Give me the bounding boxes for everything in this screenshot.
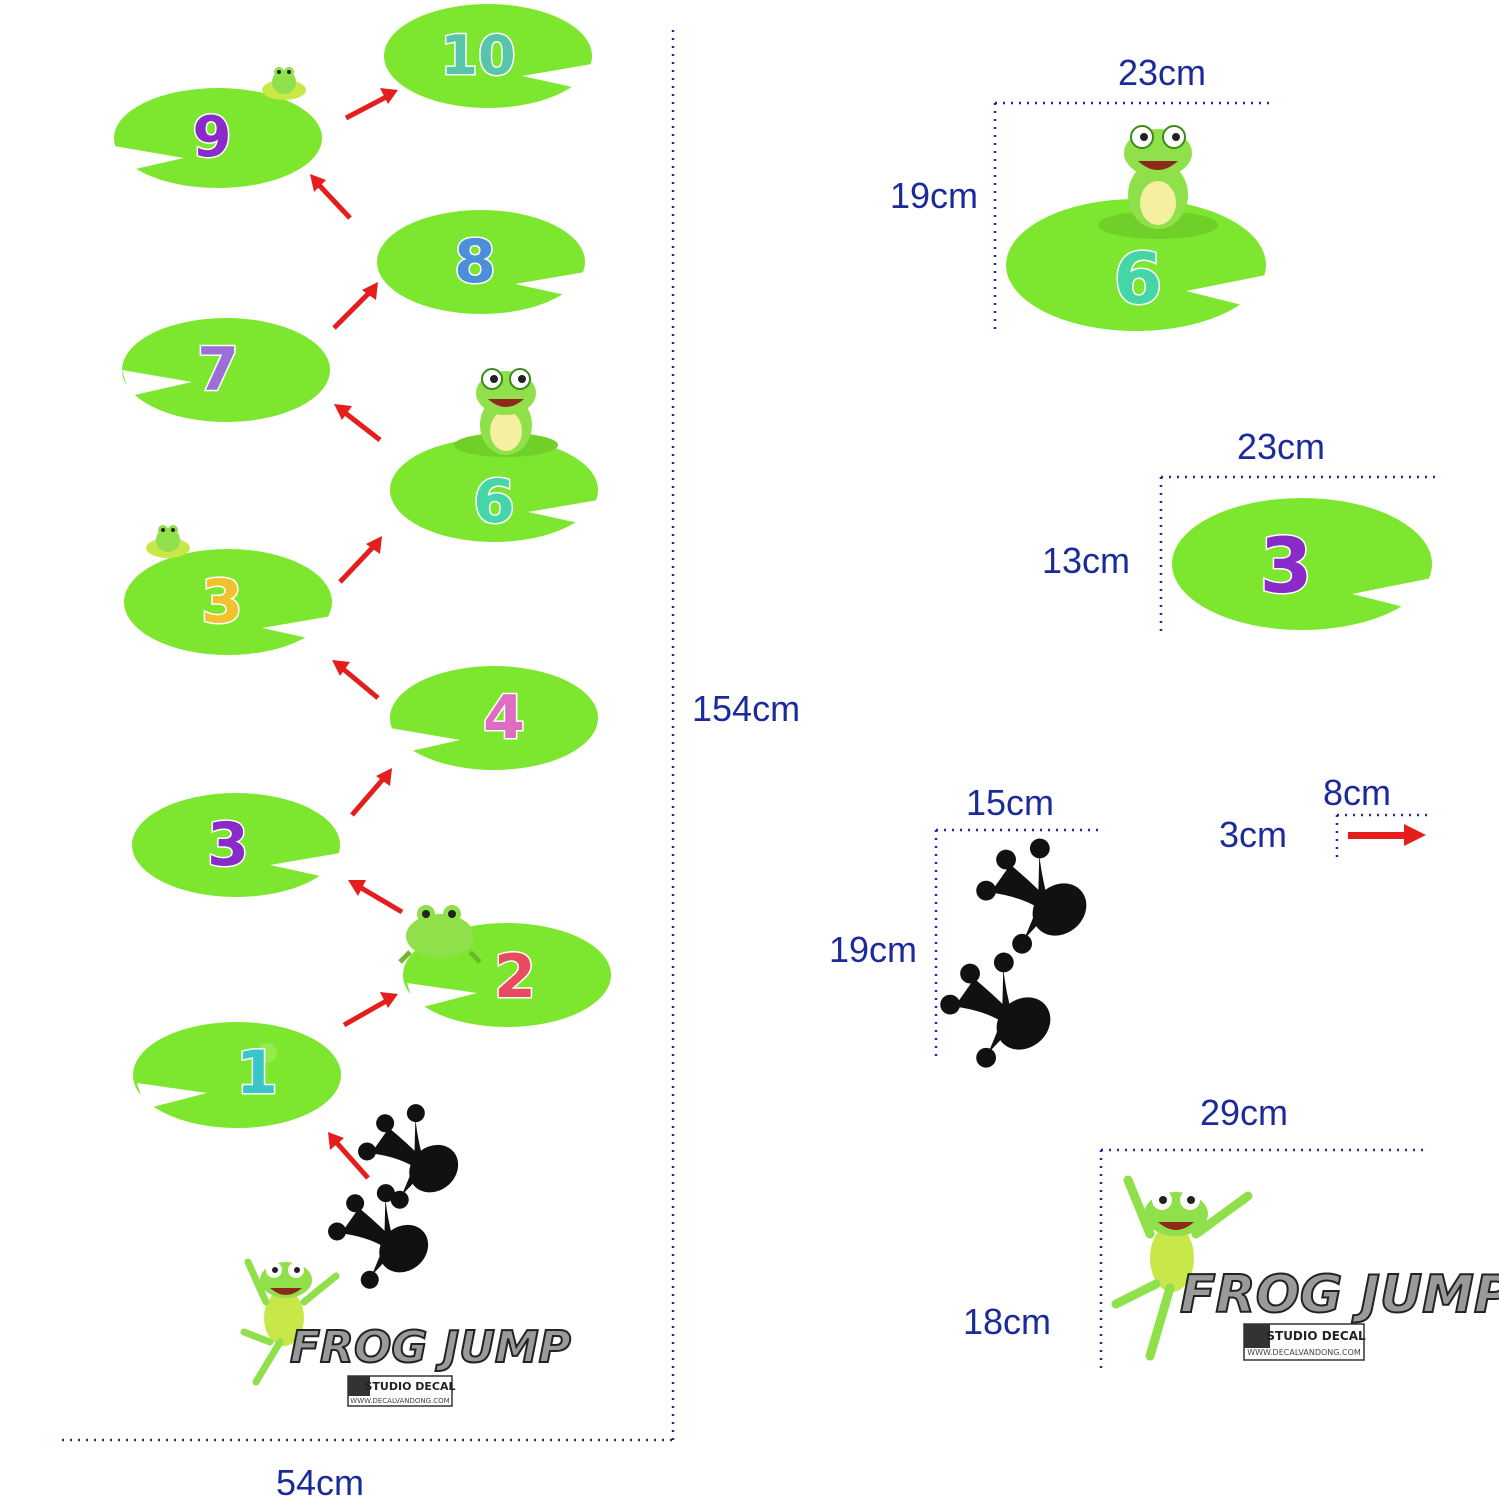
pad-8: 8	[377, 210, 585, 314]
jump-arrows	[310, 88, 404, 1180]
dim-arrow-height: 3cm	[1219, 814, 1288, 855]
pad-number: 3	[207, 810, 249, 880]
dim-big-pad-height: 19cm	[890, 175, 979, 216]
pad-3: 3	[132, 793, 340, 897]
pad-number: 9	[193, 105, 232, 170]
pad-6: 6	[390, 438, 598, 542]
pad-10: 10	[384, 4, 592, 108]
lily-pad-icon	[122, 318, 330, 422]
frog-icon	[262, 67, 306, 100]
dim-small-pad-width: 23cm	[1237, 426, 1326, 467]
detail-pad-3: 3	[1172, 498, 1432, 630]
pad-4: 4	[390, 666, 598, 770]
dim-logo-height: 18cm	[963, 1301, 1052, 1342]
brand-badge: STUDIO DECAL WWW.DECALVANDONG.COM	[347, 1375, 456, 1407]
lily-pad-icon	[377, 210, 585, 314]
arrow-icon	[338, 536, 382, 584]
brand-site: WWW.DECALVANDONG.COM	[350, 1397, 449, 1405]
lily-pad-icon	[114, 88, 322, 188]
dim-total-height: 154cm	[692, 688, 801, 729]
lily-pad-icon	[133, 1022, 341, 1128]
pad-number: 3	[1260, 521, 1313, 610]
footprint-icon	[924, 938, 1066, 1081]
arrow-icon	[342, 992, 398, 1028]
dim-arrow-width: 8cm	[1323, 772, 1392, 813]
frog-icon	[454, 368, 558, 457]
dim-footprint-height: 19cm	[829, 929, 918, 970]
arrow-icon	[310, 174, 352, 220]
dim-footprint-width: 15cm	[966, 782, 1055, 823]
dim-small-pad-height: 13cm	[1042, 540, 1131, 581]
dimension-lines	[62, 30, 1436, 1442]
lily-pad-icon	[390, 438, 598, 542]
arrow-icon	[328, 1132, 370, 1180]
pad-number: 6	[1114, 238, 1163, 320]
brand-badge: STUDIO DECAL WWW.DECALVANDONG.COM	[1243, 1323, 1366, 1361]
frog-icon	[1098, 125, 1218, 239]
arrow-icon	[348, 880, 404, 915]
detail-pad-6: 6	[1006, 125, 1266, 331]
pad-number: 2	[494, 942, 536, 1012]
footprint-icon	[960, 824, 1102, 967]
frog-icon	[146, 525, 190, 558]
pad-5: 3	[124, 549, 332, 655]
pad-number: 10	[440, 24, 515, 87]
pad-number: 8	[454, 227, 496, 297]
brand-name: STUDIO DECAL	[364, 1380, 455, 1393]
arrow-icon	[1348, 824, 1426, 846]
arrow-icon	[334, 404, 382, 442]
arrow-icon	[350, 768, 392, 817]
dim-big-pad-width: 23cm	[1118, 52, 1207, 93]
arrow-icon	[344, 88, 398, 121]
lily-pad-icon	[1172, 498, 1432, 630]
pad-number: 1	[236, 1038, 278, 1108]
lily-pad-icon	[124, 549, 332, 655]
pad-number: 6	[473, 467, 515, 537]
pad-9: 9	[114, 88, 322, 188]
frog-icon	[1111, 1175, 1253, 1361]
pad-number: 4	[483, 683, 525, 753]
pad-number: 7	[197, 335, 239, 405]
pad-7: 7	[122, 318, 330, 422]
pad-1: 1	[133, 1022, 341, 1128]
frog-icon	[398, 905, 482, 964]
logo-title: FROG JUMP	[1180, 1265, 1499, 1325]
frog-icon	[240, 1258, 340, 1386]
dim-logo-width: 29cm	[1200, 1092, 1289, 1133]
arrow-icon	[332, 282, 378, 330]
logo-title: FROG JUMP	[290, 1322, 571, 1373]
arrow-icon	[332, 660, 380, 700]
pad-number: 3	[201, 567, 243, 637]
lily-pad-icon	[390, 666, 598, 770]
brand-site: WWW.DECALVANDONG.COM	[1247, 1348, 1361, 1357]
lily-pad-icon	[132, 793, 340, 897]
dim-total-width: 54cm	[276, 1462, 365, 1503]
brand-name: STUDIO DECAL	[1266, 1329, 1366, 1343]
lily-pad-icon	[384, 4, 592, 108]
